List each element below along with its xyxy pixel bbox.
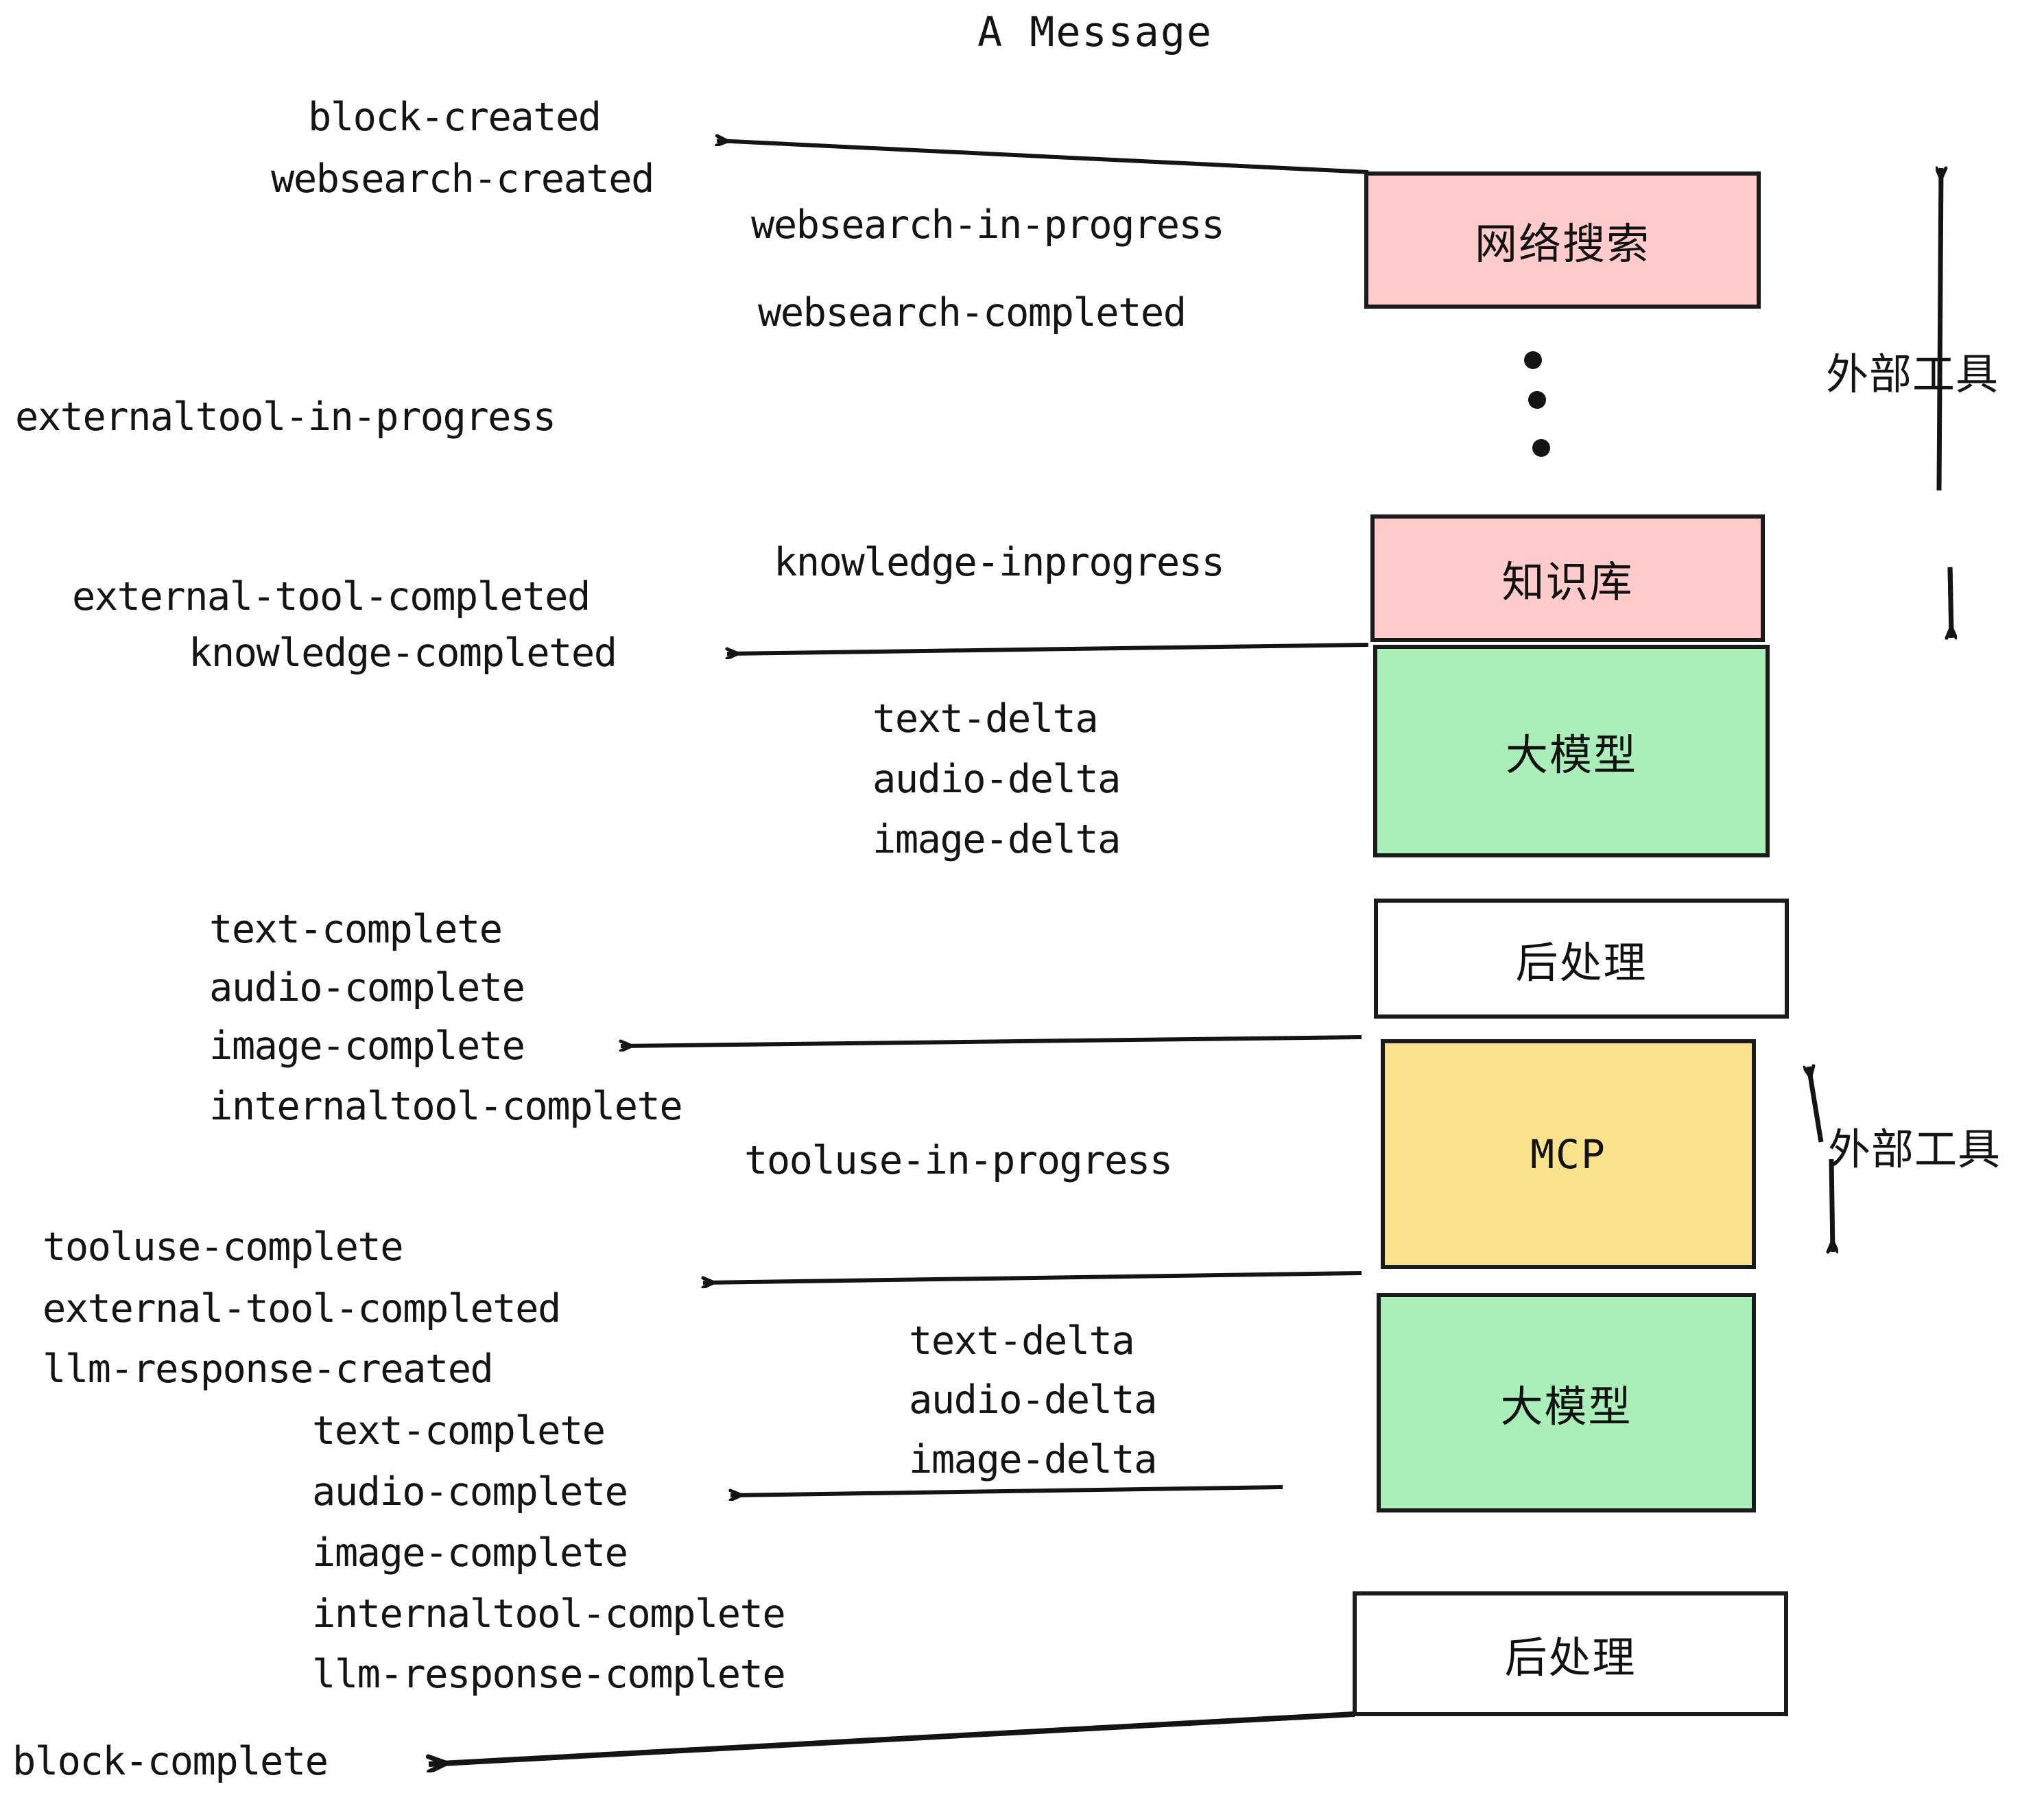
event-tooluse-in-progress: tooluse-in-progress — [744, 1138, 1173, 1183]
node-postprocess-2-label: 后处理 — [1504, 1633, 1637, 1683]
event-audio-delta-1: audio-delta — [872, 757, 1121, 802]
arrow-llm2-to-audio-complete — [730, 1485, 1283, 1495]
arrow-websearch-to-block-created — [717, 141, 1369, 174]
arrow-postprocess2-to-block-complete — [429, 1711, 1355, 1764]
event-llm-response-created: llm-response-created — [43, 1346, 494, 1392]
node-websearch[interactable]: 网络搜索 — [1364, 171, 1761, 309]
node-llm-1-label: 大模型 — [1505, 730, 1637, 780]
ellipsis-dot-3 — [1532, 439, 1550, 457]
event-knowledge-inprogress: knowledge-inprogress — [774, 540, 1225, 585]
external-tools-arrow-up-bottom — [1809, 1067, 1824, 1143]
node-postprocess-2[interactable]: 后处理 — [1353, 1591, 1788, 1716]
event-tooluse-complete: tooluse-complete — [43, 1224, 404, 1270]
node-knowledge[interactable]: 知识库 — [1370, 514, 1765, 642]
node-mcp-label: MCP — [1530, 1130, 1606, 1178]
event-block-created: block-created — [308, 95, 602, 140]
event-image-delta-2: image-delta — [909, 1437, 1158, 1482]
ellipsis-dot-2 — [1528, 391, 1546, 409]
node-knowledge-label: 知识库 — [1501, 557, 1634, 607]
event-external-tool-completed-2: external-tool-completed — [43, 1286, 561, 1331]
node-mcp[interactable]: MCP — [1381, 1039, 1756, 1269]
node-postprocess-1-label: 后处理 — [1515, 937, 1648, 988]
arrow-mcp-to-tooluse-complete — [703, 1271, 1362, 1283]
arrow-knowledge-to-completed — [727, 643, 1369, 654]
external-tools-arrow-down-top-tail — [1947, 567, 1954, 632]
event-image-complete-2: image-complete — [312, 1530, 628, 1576]
event-websearch-in-progress: websearch-in-progress — [751, 202, 1225, 248]
event-externaltool-in-progress: externaltool-in-progress — [15, 394, 556, 440]
page-title: A Message — [977, 8, 1213, 56]
arrow-postprocess1-to-image-complete — [621, 1035, 1362, 1046]
event-text-delta-1: text-delta — [872, 696, 1099, 741]
event-image-complete-1: image-complete — [209, 1023, 525, 1069]
event-internaltool-complete-2: internaltool-complete — [312, 1591, 786, 1637]
node-llm-1[interactable]: 大模型 — [1373, 645, 1770, 857]
event-websearch-completed: websearch-completed — [758, 290, 1187, 335]
node-llm-2[interactable]: 大模型 — [1377, 1293, 1756, 1512]
event-text-complete-2: text-complete — [312, 1408, 606, 1453]
ellipsis-dot-1 — [1524, 351, 1542, 369]
side-label-external-tools-bottom: 外部工具 — [1828, 1124, 2001, 1174]
side-label-external-tools-top: 外部工具 — [1826, 349, 1999, 399]
event-websearch-created: websearch-created — [271, 156, 654, 202]
node-postprocess-1[interactable]: 后处理 — [1374, 899, 1789, 1019]
event-text-complete-1: text-complete — [209, 907, 503, 952]
node-llm-2-label: 大模型 — [1500, 1381, 1632, 1432]
event-external-tool-completed-1: external-tool-completed — [72, 574, 591, 619]
event-audio-complete-1: audio-complete — [209, 965, 525, 1010]
node-websearch-label: 网络搜索 — [1474, 219, 1650, 269]
event-llm-response-complete: llm-response-complete — [312, 1652, 786, 1697]
event-block-complete: block-complete — [12, 1739, 329, 1784]
event-text-delta-2: text-delta — [909, 1318, 1135, 1364]
external-tools-arrow-down-top — [1950, 567, 1951, 638]
event-audio-complete-2: audio-complete — [312, 1469, 628, 1515]
event-internaltool-complete-1: internaltool-complete — [209, 1084, 683, 1129]
external-tools-arrow-up-top — [1939, 168, 1941, 491]
event-knowledge-completed: knowledge-completed — [189, 630, 617, 676]
event-audio-delta-2: audio-delta — [909, 1377, 1158, 1423]
event-image-delta-1: image-delta — [872, 817, 1121, 862]
